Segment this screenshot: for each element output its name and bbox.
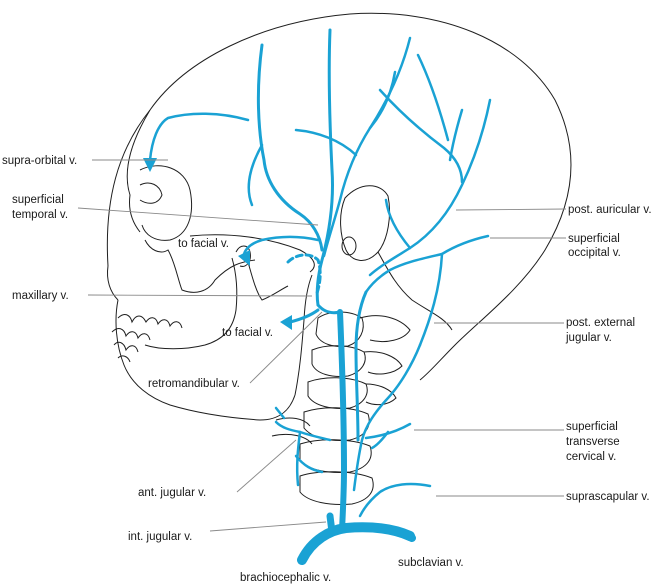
superficial-transverse-cervical-vein: [364, 422, 412, 440]
suprascapular-vein: [358, 482, 432, 518]
post-auricular-vein: [368, 98, 492, 277]
supra-orbital-arrow: [143, 158, 157, 172]
label-brachiocephalic: brachiocephalic v.: [240, 572, 331, 584]
label-supra-orbital: supra-orbital v.: [2, 155, 77, 167]
skull-outline: [106, 12, 572, 505]
to-facial-upper-arrow: [238, 250, 250, 266]
label-superficial-transverse-cervical-line1: superficial: [566, 421, 618, 433]
label-int-jugular: int. jugular v.: [128, 531, 192, 543]
label-superficial-occipital-line1: superficial: [568, 233, 620, 245]
label-ant-jugular: ant. jugular v.: [138, 487, 206, 499]
label-maxillary: maxillary v.: [12, 290, 69, 302]
maxillary-vein: [286, 253, 322, 298]
label-post-external-jugular-line2: jugular v.: [565, 332, 612, 344]
label-subclavian: subclavian v.: [398, 557, 464, 569]
to-facial-lower-arrow: [280, 315, 292, 330]
label-to-facial-upper: to facial v.: [178, 238, 229, 250]
label-superficial-occipital-line2: occipital v.: [568, 247, 621, 259]
label-superficial-transverse-cervical-line3: cervical v.: [566, 451, 616, 463]
posterior-external-jugular-vein: [352, 343, 422, 492]
label-superficial-temporal-line1: superficial: [12, 194, 64, 206]
retromandibular-vein: [316, 303, 342, 315]
superficial-temporal-vein: [315, 28, 334, 307]
label-superficial-transverse-cervical-line2: transverse: [566, 436, 620, 448]
label-to-facial-lower: to facial v.: [222, 327, 273, 339]
label-superficial-temporal-line2: temporal v.: [12, 209, 68, 221]
label-post-external-jugular-line1: post. external: [566, 317, 635, 329]
labels: supra-orbital v. superficial temporal v.…: [2, 155, 652, 584]
label-post-auricular: post. auricular v.: [568, 204, 652, 216]
label-suprascapular: suprascapular v.: [566, 491, 650, 503]
label-retromandibular: retromandibular v.: [148, 378, 240, 390]
leader-lines: [77, 159, 567, 532]
external-jugular-vein: [354, 290, 368, 442]
subclavian-vein: [342, 523, 416, 542]
superficial-occipital-vein: [364, 234, 490, 294]
internal-jugular-vein: [337, 309, 347, 533]
supra-orbital-vein: [148, 112, 250, 162]
vein-network: [143, 28, 492, 565]
